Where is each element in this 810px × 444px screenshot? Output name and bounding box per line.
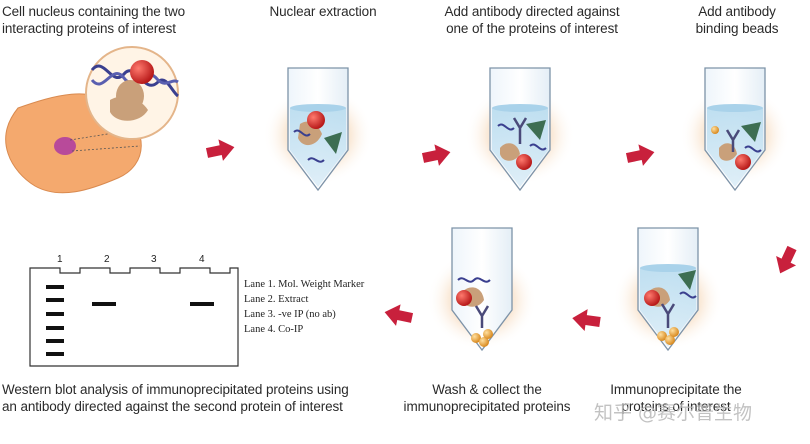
step3-caption: Add antibody directed against one of the… — [432, 3, 632, 37]
co-ip-band — [190, 302, 214, 306]
nucleus-zoom-circle — [85, 46, 179, 140]
lane-number: 3 — [151, 254, 157, 265]
arrow-left-icon — [570, 307, 602, 333]
caption-line: immunoprecipitated proteins — [403, 399, 571, 414]
step7-caption: Western blot analysis of immunoprecipita… — [2, 381, 372, 415]
watermark: 知乎 @赛尔普生物 — [594, 402, 753, 424]
step2-caption: Nuclear extraction — [258, 3, 388, 20]
marker-band — [46, 352, 64, 356]
caption-line: Add antibody — [698, 4, 776, 19]
legend-item: Lane 4. Co-IP — [244, 324, 304, 335]
legend-item: Lane 3. -ve IP (no ab) — [244, 309, 336, 320]
caption-line: Wash & collect the — [432, 382, 542, 397]
caption-line: proteins of interest — [621, 399, 731, 414]
marker-band — [46, 326, 64, 330]
tube-add-beads — [704, 67, 766, 191]
tube-wash-collect — [451, 227, 513, 351]
caption-line: Western blot analysis of immunoprecipita… — [2, 382, 349, 397]
arrow-right-icon — [624, 141, 657, 169]
extract-band — [92, 302, 116, 306]
legend-item: Lane 1. Mol. Weight Marker — [244, 279, 365, 290]
caption-line: Add antibody directed against — [444, 4, 620, 19]
tube-immunoprecipitate — [637, 227, 699, 351]
lane-number: 4 — [199, 254, 205, 265]
lane-number: 1 — [57, 254, 63, 265]
arrow-right-icon — [204, 136, 237, 164]
lane-number: 2 — [104, 254, 110, 265]
tube-nuclear-extraction — [287, 67, 349, 191]
step4-caption: Add antibody binding beads — [682, 3, 792, 37]
marker-band — [46, 285, 64, 289]
nucleus — [54, 137, 76, 155]
caption-line: binding beads — [695, 21, 779, 36]
tube-add-antibody — [489, 67, 551, 191]
caption-line: Cell nucleus containing the two — [2, 4, 186, 19]
arrow-right-icon — [420, 141, 453, 169]
western-blot-membrane — [29, 267, 239, 367]
caption-line: Immunoprecipitate the — [610, 382, 742, 397]
caption-line: an antibody directed against the second … — [2, 399, 343, 414]
marker-band — [46, 312, 64, 316]
blot-lane-legend: Lane 1. Mol. Weight Marker Lane 2. Extra… — [244, 277, 364, 337]
step1-caption: Cell nucleus containing the two interact… — [2, 3, 202, 37]
arrow-left-icon — [382, 301, 415, 329]
marker-band — [46, 298, 64, 302]
caption-line: Nuclear extraction — [269, 4, 377, 19]
legend-item: Lane 2. Extract — [244, 294, 309, 305]
step5-caption: Immunoprecipitate the proteins of intere… — [596, 381, 756, 415]
caption-line: interacting proteins of interest — [2, 21, 176, 36]
marker-band — [46, 339, 64, 343]
arrow-down-left-icon — [770, 243, 802, 279]
caption-line: one of the proteins of interest — [446, 21, 618, 36]
step6-caption: Wash & collect the immunoprecipitated pr… — [392, 381, 582, 415]
